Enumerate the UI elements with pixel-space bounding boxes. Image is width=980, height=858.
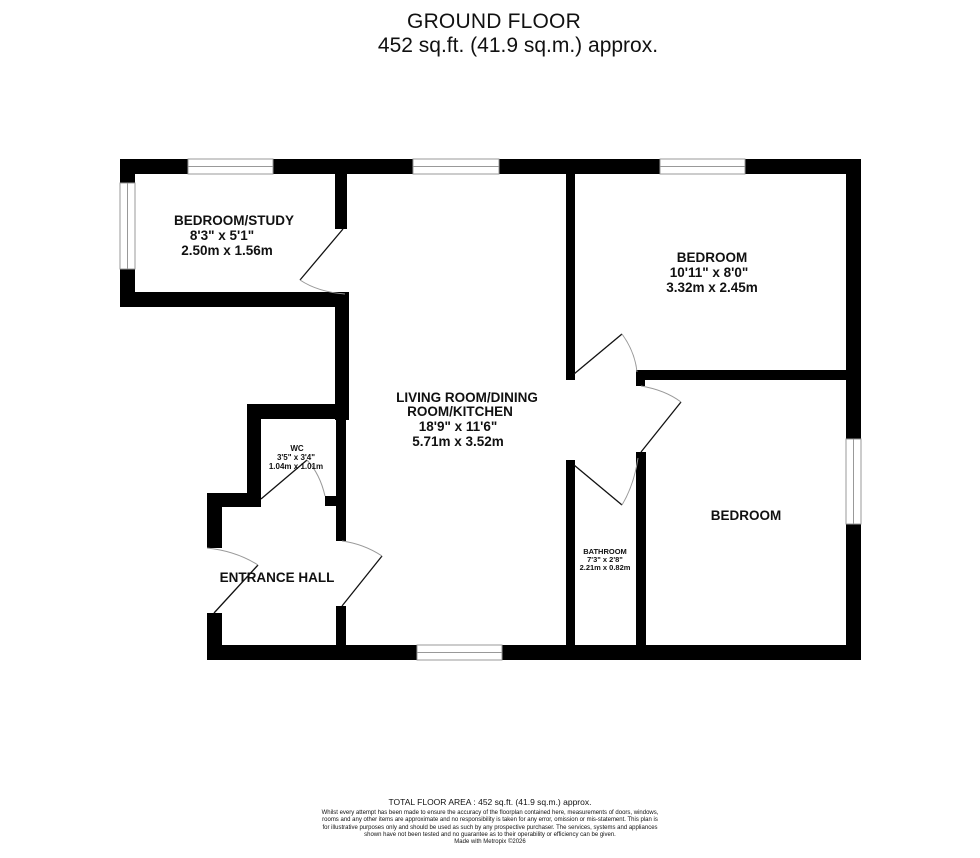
window-living-bottom xyxy=(416,644,503,661)
svg-text:BEDROOM: BEDROOM xyxy=(711,508,782,523)
svg-text:7'3" x 2'8": 7'3" x 2'8" xyxy=(587,555,623,564)
wall-hall-right-lower xyxy=(336,606,346,660)
wall-right-lower xyxy=(846,524,861,660)
svg-text:1.04m x 1.01m: 1.04m x 1.01m xyxy=(269,462,323,471)
label-living: LIVING ROOM/DINING ROOM/KITCHEN 18'9" x … xyxy=(396,390,538,449)
wall-bed-divider-stub xyxy=(636,370,645,386)
window-bedroom1-top xyxy=(659,158,746,175)
wall-study-bottom xyxy=(120,292,349,307)
wall-hall-left-lower xyxy=(207,613,222,660)
svg-text:LIVING ROOM/DINING: LIVING ROOM/DINING xyxy=(396,390,538,405)
label-bathroom: BATHROOM 7'3" x 2'8" 2.21m x 0.82m xyxy=(580,547,631,572)
doors xyxy=(206,228,682,614)
door-bathroom[interactable] xyxy=(573,457,639,506)
wall-bath-left xyxy=(566,460,575,660)
svg-text:3.32m x 2.45m: 3.32m x 2.45m xyxy=(666,280,758,295)
svg-text:ENTRANCE HALL: ENTRANCE HALL xyxy=(220,570,335,585)
wall-wc-stub xyxy=(325,496,338,506)
svg-text:BEDROOM: BEDROOM xyxy=(677,250,748,265)
svg-text:2.21m x 0.82m: 2.21m x 0.82m xyxy=(580,563,631,572)
svg-text:2.50m x 1.56m: 2.50m x 1.56m xyxy=(181,243,273,258)
total-floor-area: TOTAL FLOOR AREA : 452 sq.ft. (41.9 sq.m… xyxy=(388,797,592,807)
wall-wc-right xyxy=(336,419,346,541)
disclaimer-text: Whilst every attempt has been made to en… xyxy=(321,810,659,838)
door-front[interactable] xyxy=(206,547,259,614)
wall-hall-left-upper xyxy=(207,493,222,548)
svg-text:3'5" x 3'4": 3'5" x 3'4" xyxy=(277,453,315,462)
window-bedroom2-right xyxy=(845,438,862,525)
label-bedroom-2: BEDROOM xyxy=(711,508,782,523)
door-hall-living[interactable] xyxy=(341,540,383,607)
wall-right-upper xyxy=(846,159,861,439)
svg-text:BATHROOM: BATHROOM xyxy=(583,547,627,556)
wall-bath-right xyxy=(636,452,646,660)
wall-wc-top xyxy=(247,404,349,419)
label-wc: WC 3'5" x 3'4" 1.04m x 1.01m xyxy=(269,444,323,471)
wall-bed1-left xyxy=(566,174,575,380)
label-bedroom-1: BEDROOM 10'11" x 8'0" 3.32m x 2.45m xyxy=(666,250,758,295)
door-wc[interactable] xyxy=(260,459,326,500)
svg-text:5.71m x 3.52m: 5.71m x 3.52m xyxy=(412,434,504,449)
door-study[interactable] xyxy=(299,228,346,295)
credit: Made with Metropix ©2026 xyxy=(454,839,526,846)
window-study-top xyxy=(187,158,274,175)
floor-area: 452 sq.ft. (41.9 sq.m.) approx. xyxy=(377,34,659,57)
wall-wc-left xyxy=(247,404,261,507)
svg-text:10'11" x 8'0": 10'11" x 8'0" xyxy=(670,265,749,280)
plan-header: GROUND FLOOR 452 sq.ft. (41.9 sq.m.) app… xyxy=(0,10,980,58)
door-bedroom1[interactable] xyxy=(573,333,638,375)
wall-study-right xyxy=(335,174,347,229)
wall-bed-divider xyxy=(636,370,861,380)
svg-text:8'3" x 5'1": 8'3" x 5'1" xyxy=(190,228,254,243)
floor-title: GROUND FLOOR xyxy=(407,10,581,33)
svg-text:ROOM/KITCHEN: ROOM/KITCHEN xyxy=(407,404,513,419)
wall-living-left xyxy=(335,292,349,420)
svg-text:18'9" x 11'6": 18'9" x 11'6" xyxy=(419,419,498,434)
disclaimer: Whilst every attempt has been made to en… xyxy=(320,810,660,846)
plan-footer: TOTAL FLOOR AREA : 452 sq.ft. (41.9 sq.m… xyxy=(0,796,980,846)
label-bedroom-study: BEDROOM/STUDY 8'3" x 5'1" 2.50m x 1.56m xyxy=(174,213,294,258)
room-labels: BEDROOM/STUDY 8'3" x 5'1" 2.50m x 1.56m … xyxy=(174,213,781,585)
windows xyxy=(119,158,862,661)
svg-text:BEDROOM/STUDY: BEDROOM/STUDY xyxy=(174,213,294,228)
wall-bottom xyxy=(207,645,861,660)
window-living-top xyxy=(412,158,500,175)
window-study-left xyxy=(119,182,136,270)
door-bedroom2[interactable] xyxy=(640,385,682,453)
svg-text:WC: WC xyxy=(290,444,304,453)
label-entrance-hall: ENTRANCE HALL xyxy=(220,570,335,585)
